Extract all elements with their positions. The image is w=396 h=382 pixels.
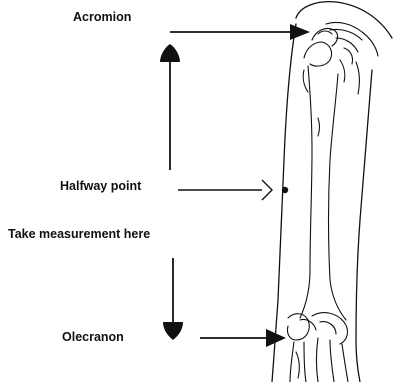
halfway-pointer-head [262,180,272,200]
down-arrow-head [163,322,183,340]
take-measurement-label: Take measurement here [8,228,150,241]
halfway-dot [282,187,288,193]
shoulder-bones [304,22,378,94]
acromion-label: Acromion [73,11,131,24]
elbow-bones [287,313,348,382]
shoulder-contour [296,2,392,38]
up-arrow-head [160,44,180,62]
measurement-markings [160,24,310,347]
humerus-bone [300,66,346,320]
acromion-arrow-head [290,24,310,40]
arm-left-outline [272,24,296,382]
arm-right-outline [356,70,372,382]
olecranon-label: Olecranon [62,331,124,344]
halfway-point-label: Halfway point [60,180,141,193]
